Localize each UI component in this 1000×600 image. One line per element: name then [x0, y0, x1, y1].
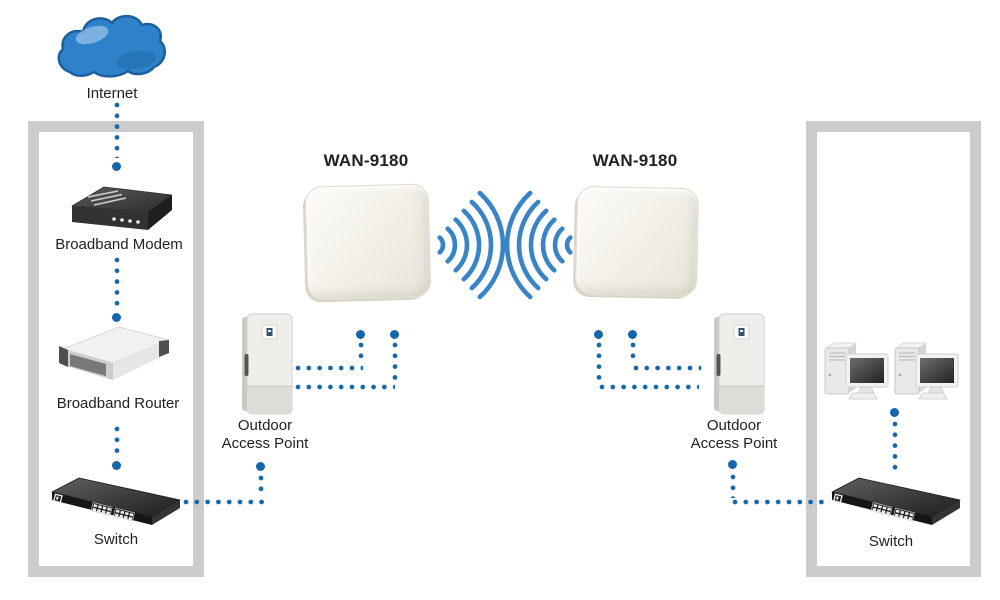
wan9180-left-label: WAN-9180 [323, 151, 409, 170]
wan9180-right-antenna [574, 185, 700, 298]
link-ap-switch-right-v-dots [730, 474, 736, 498]
broadband-modem-label: Broadband Modem [55, 236, 183, 253]
wan9180-left-antenna [304, 183, 432, 301]
link-workstations-switch-endpoint [890, 408, 899, 417]
switch-left-label: Switch [93, 531, 139, 548]
switch-right-label: Switch [868, 533, 914, 550]
broadband-router-icon [57, 323, 175, 385]
internet-cloud-icon [54, 12, 170, 86]
link-internet-modem-dots [114, 102, 120, 158]
switch-right-icon [828, 477, 962, 527]
link-antenna-ap-right-cable2-h [633, 365, 701, 371]
link-ap-antenna-left-cable2-h [295, 384, 395, 390]
wan9180-right-label: WAN-9180 [592, 151, 678, 170]
workstation-1-icon [822, 340, 890, 402]
link-modem-router-endpoint [112, 313, 121, 322]
link-router-switch-endpoint [112, 461, 121, 470]
link-ap-antenna-left-cable2-v [392, 342, 398, 382]
outdoor-ap-left-label: Outdoor Access Point [221, 417, 309, 453]
broadband-modem-icon [62, 180, 177, 236]
link-switch-ap-left-h-dots [183, 499, 265, 505]
right-site-frame [806, 121, 981, 577]
link-ap-antenna-left-cable1-endpoint [356, 330, 365, 339]
link-ap-antenna-left-cable1-h [295, 365, 363, 371]
broadband-router-label: Broadband Router [56, 395, 180, 412]
switch-left-icon [48, 477, 182, 527]
outdoor-ap-right-label: Outdoor Access Point [690, 417, 778, 453]
link-switch-ap-left-v-dots [258, 475, 264, 497]
link-antenna-ap-right-cable2-endpoint [628, 330, 637, 339]
link-ap-antenna-left-cable2-endpoint [390, 330, 399, 339]
link-switch-ap-left-endpoint [256, 462, 265, 471]
internet-label: Internet [86, 85, 138, 102]
link-ap-switch-right-h-dots [732, 499, 830, 505]
link-ap-antenna-left-cable1-v [358, 342, 364, 364]
wireless-signal-icon [432, 189, 578, 301]
link-modem-router-dots [114, 257, 120, 309]
link-antenna-ap-right-cable1-v [596, 342, 602, 382]
link-router-switch-dots [114, 426, 120, 459]
workstation-2-icon [892, 340, 960, 402]
link-antenna-ap-right-cable1-endpoint [594, 330, 603, 339]
outdoor-ap-left-icon [240, 312, 294, 416]
link-workstations-switch-v-dots [892, 421, 898, 473]
link-antenna-ap-right-cable2-v [630, 342, 636, 364]
link-antenna-ap-right-cable1-h [599, 384, 699, 390]
link-internet-modem-endpoint [112, 162, 121, 171]
outdoor-ap-right-icon [712, 312, 766, 416]
link-ap-switch-right-endpoint [728, 460, 737, 469]
